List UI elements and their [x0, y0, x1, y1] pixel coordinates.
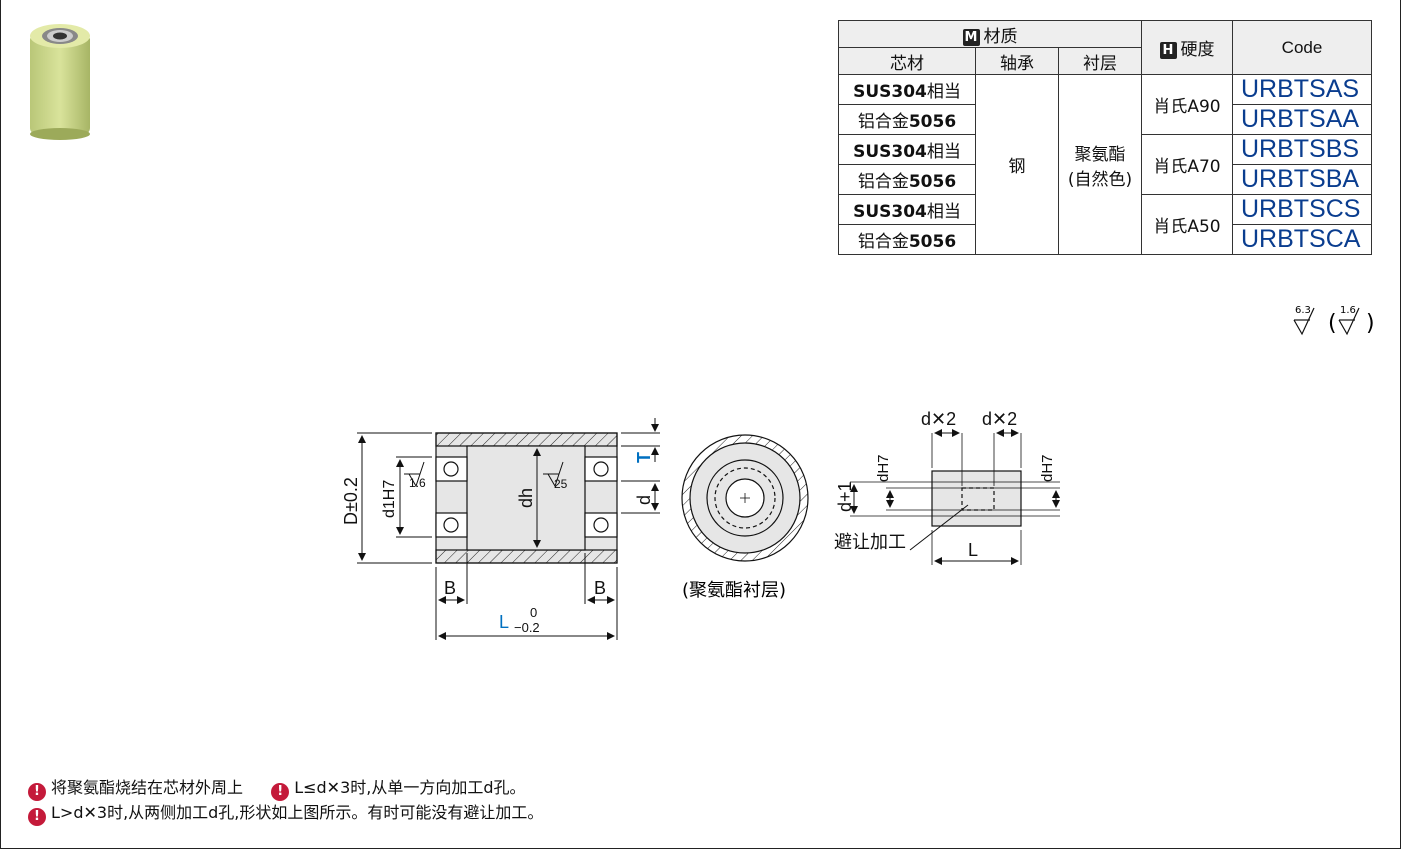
core-cell: SUS304相当 [838, 134, 976, 165]
core-cell: SUS304相当 [838, 194, 976, 225]
warning-icon: ! [271, 783, 290, 801]
core-subheader: 芯材 [838, 47, 976, 75]
roughness-25: 25 [554, 477, 568, 491]
warning-icon: ! [28, 808, 46, 826]
lining-cell: 聚氨酯(自然色) [1058, 74, 1142, 255]
dH7-left: dH7 [875, 454, 892, 482]
detail-view [850, 429, 1060, 565]
code-link[interactable]: URBTSBS [1232, 134, 1372, 165]
dim-B-left-label: B [444, 578, 456, 598]
roughness-secondary: 1.6 [1340, 305, 1356, 316]
code-header: Code [1232, 20, 1372, 75]
dim-L2-label: L [968, 540, 978, 560]
note-line-1: !将聚氨酯烧结在芯材外周上 !L≤d✕3时,从单一方向加工d孔。 [28, 776, 543, 801]
front-view [681, 434, 809, 562]
relief-label: 避让加工 [834, 532, 906, 552]
svg-text:): ) [1366, 311, 1375, 336]
hardness-cell: 肖氏A50 [1141, 194, 1233, 255]
dim-d1-label: d1H7 [381, 480, 398, 518]
roughness-main: 6.3 [1295, 305, 1311, 316]
roughness-16: 1.6 [409, 476, 426, 490]
core-cell: SUS304相当 [838, 74, 976, 105]
dim-L-label: L [499, 612, 509, 632]
warning-icon: ! [28, 783, 46, 801]
tol-lower: −0.2 [514, 620, 540, 635]
note-line-2: !L>d✕3时,从两侧加工d孔,形状如上图所示。有时可能没有避让加工。 [28, 801, 543, 826]
m-badge: M [962, 28, 980, 46]
dim-D-label: D±0.2 [341, 477, 361, 525]
core-cell: 铝合金5056 [838, 164, 976, 195]
dim-B-right-label: B [594, 578, 606, 598]
bearing-subheader: 轴承 [975, 47, 1059, 75]
notes: !将聚氨酯烧结在芯材外周上 !L≤d✕3时,从单一方向加工d孔。 !L>d✕3时… [28, 776, 543, 826]
dim-d-label: d [634, 495, 654, 505]
dim-T-label: T [634, 452, 654, 463]
bearing-cell: 钢 [975, 74, 1059, 255]
core-cell: 铝合金5056 [838, 224, 976, 255]
dH7-right: dH7 [1039, 454, 1056, 482]
dx2-right: d✕2 [982, 409, 1017, 429]
lining-subheader: 衬层 [1058, 47, 1142, 75]
hardness-cell: 肖氏A70 [1141, 134, 1233, 195]
core-cell: 铝合金5056 [838, 104, 976, 135]
code-link[interactable]: URBTSBA [1232, 164, 1372, 195]
code-link[interactable]: URBTSAA [1232, 104, 1372, 135]
roller-photo [30, 24, 90, 140]
code-link[interactable]: URBTSAS [1232, 74, 1372, 105]
d-plus-1: d+1 [835, 481, 855, 512]
roughness-symbol: 6.3 ( 1.6 ) [1293, 305, 1375, 336]
section-label: (聚氨酯衬层) [682, 580, 786, 601]
dim-dh-label: dh [516, 488, 536, 508]
code-link[interactable]: URBTSCA [1232, 224, 1372, 255]
code-link[interactable]: URBTSCS [1232, 194, 1372, 225]
hardness-cell: 肖氏A90 [1141, 74, 1233, 135]
svg-text:(: ( [1328, 311, 1337, 336]
side-section-view [435, 432, 618, 564]
tol-upper: 0 [530, 605, 537, 620]
technical-drawing: D±0.2 d1H7 dh d T B B L 0 −0.2 1.6 25 (聚… [341, 409, 1060, 640]
h-badge: H [1159, 42, 1177, 59]
dx2-left: d✕2 [921, 409, 956, 429]
